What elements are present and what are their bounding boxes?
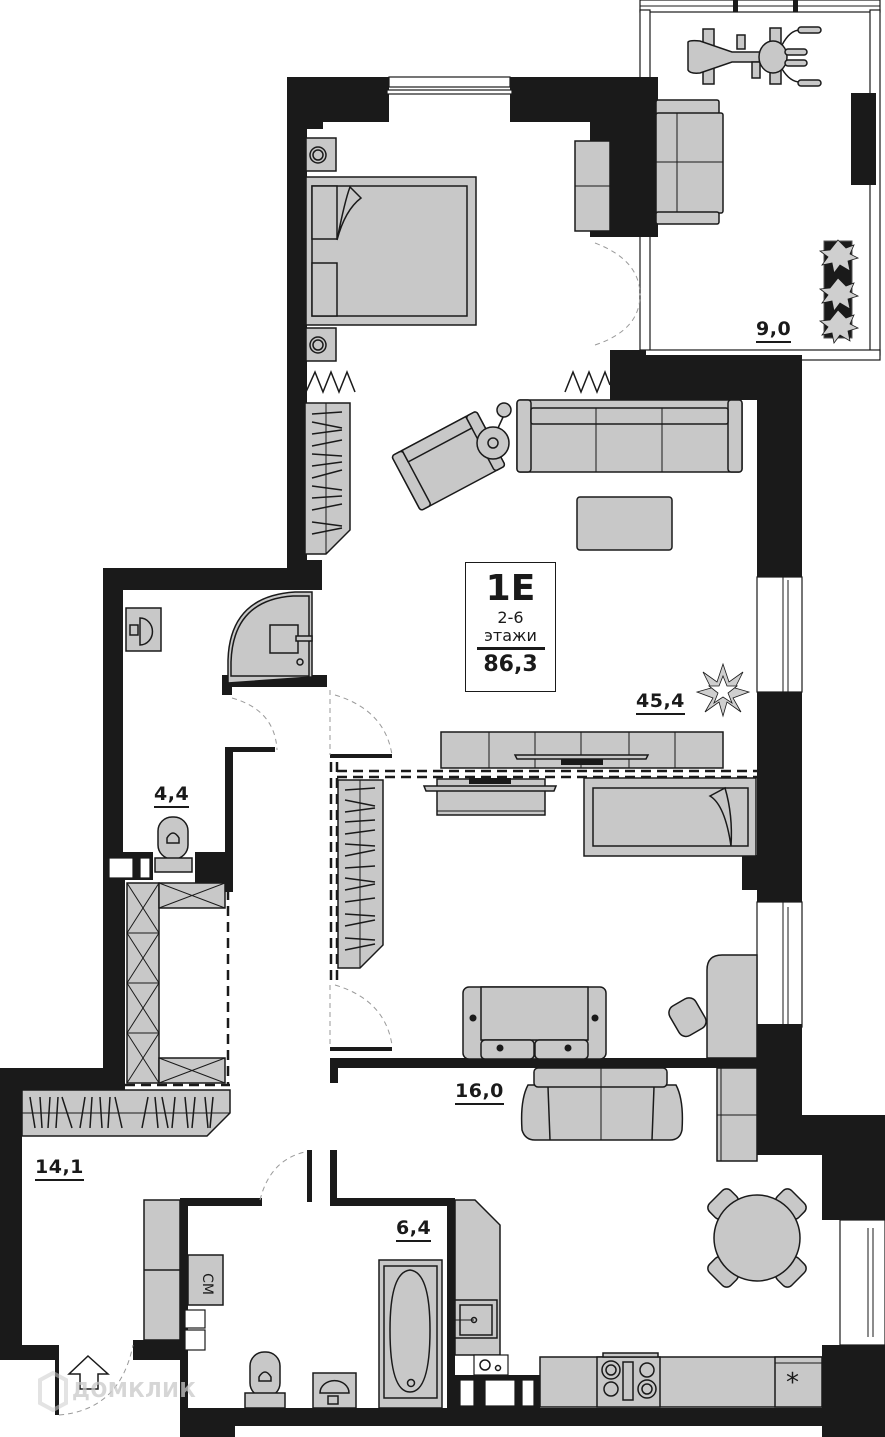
area-label-bathroom-small: 4,4 [154,783,190,808]
area-label-bedroom: 16,0 [455,1080,504,1105]
area-label-hallway: 14,1 [35,1156,84,1181]
area-label-bathroom-large: 6,4 [396,1217,432,1242]
balcony-sofa [655,99,724,225]
bathroom-large-fixtures [143,1199,443,1409]
fridge-icon: * [786,1368,799,1398]
area-label-balcony: 9,0 [756,318,792,343]
apartment-info-box: 1E 2-6 этажи 86,3 [465,562,556,692]
apartment-code: 1E [485,568,536,609]
kitchen-furniture [454,1067,823,1408]
exercise-bike [687,26,822,87]
domklik-logo-icon [38,1370,68,1413]
floors-label: этажи [484,626,537,645]
plant-icon [695,662,751,718]
watermark: ДОМКЛИК [72,1378,197,1402]
dining-table [707,1188,807,1288]
info-divider [476,647,545,650]
area-label-living-room: 45,4 [636,690,685,715]
bedroom-16-furniture [337,777,758,1060]
door-swings [58,242,641,1416]
partitions [125,690,757,1087]
wardrobe-living [304,402,351,555]
hallway-storage [21,882,231,1137]
living-room-furniture [391,399,751,769]
entrance-arrow-icon [67,1354,110,1390]
total-area: 86,3 [483,652,538,677]
floors-range: 2-6 [497,608,524,627]
bedroom-furniture [305,137,611,395]
washing-machine-label: СМ [199,1273,215,1295]
plant-rug [818,239,860,344]
walls [0,76,885,1437]
bathroom-small-fixtures [108,591,313,879]
